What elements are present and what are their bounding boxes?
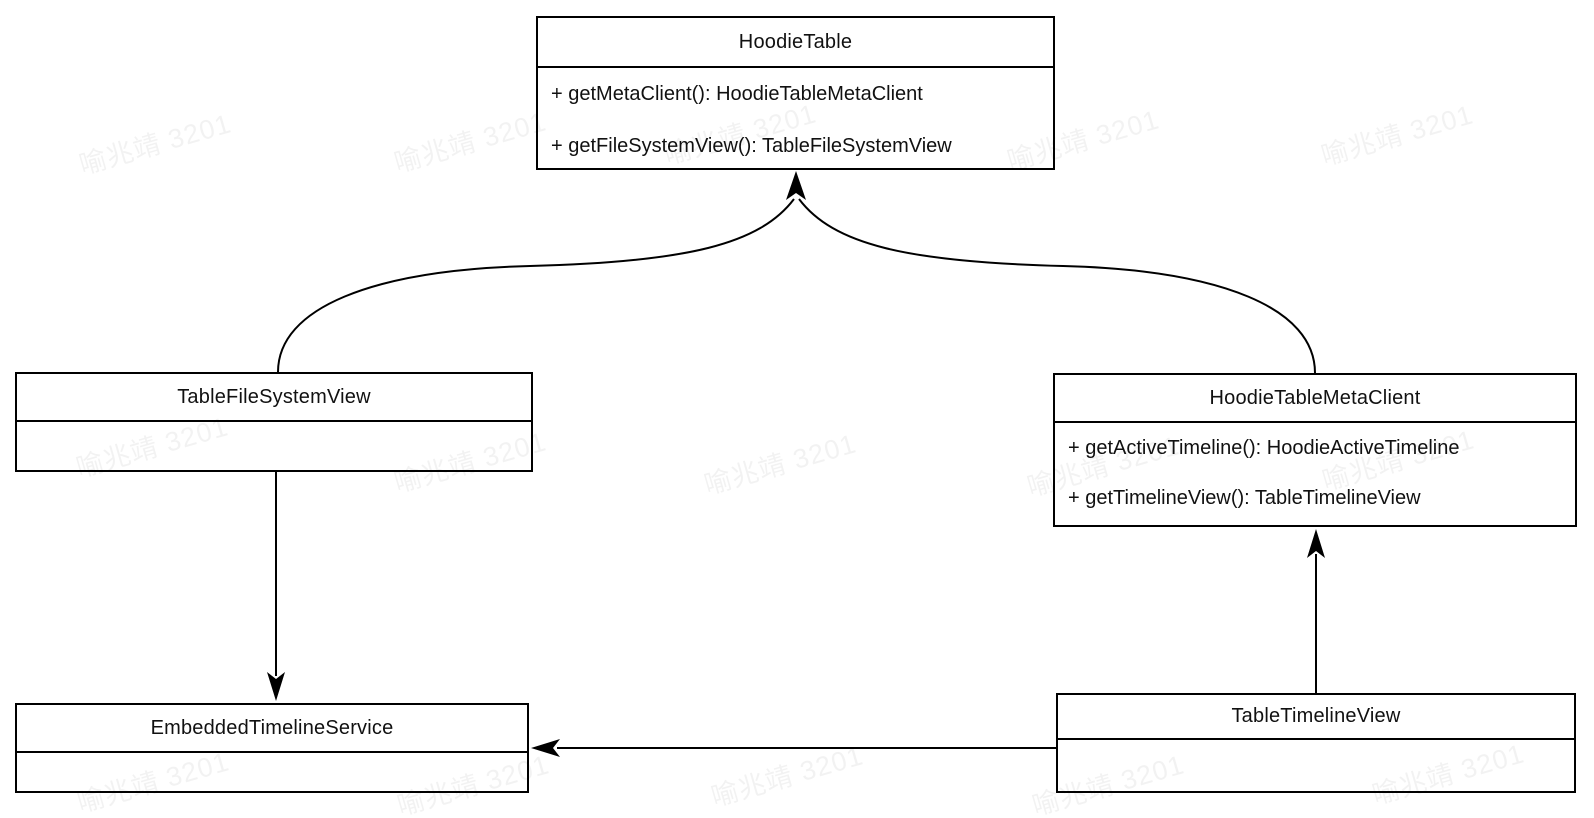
arrowhead-down-embeddedtimelineservice — [267, 672, 285, 701]
watermark-text: 喻兆靖 3201 — [1317, 99, 1477, 172]
class-box-embeddedtimelineservice: EmbeddedTimelineService — [15, 703, 529, 793]
class-box-tablefilesystemview: TableFileSystemView — [15, 372, 533, 472]
watermark-text: 喻兆靖 3201 — [700, 428, 860, 501]
arrow-hoodietablemetaclient-to-hoodietable — [798, 198, 1316, 374]
arrowhead-up-hoodietable — [786, 171, 806, 200]
watermark-text: 喻兆靖 3201 — [75, 108, 235, 181]
class-methods-hoodietable: + getMetaClient(): HoodieTableMetaClient… — [538, 68, 1053, 172]
arrowhead-left-embeddedtimelineservice — [531, 739, 560, 757]
arrowhead-up-hoodietablemetaclient — [1307, 529, 1325, 558]
arrow-tablefilesystemview-to-hoodietable — [277, 198, 795, 373]
class-box-hoodietable: HoodieTable + getMetaClient(): HoodieTab… — [536, 16, 1055, 170]
class-box-hoodietablemetaclient: HoodieTableMetaClient + getActiveTimelin… — [1053, 373, 1577, 527]
class-name-tabletimelineview: TableTimelineView — [1058, 695, 1574, 740]
method-getactivetimeline: + getActiveTimeline(): HoodieActiveTimel… — [1068, 436, 1460, 459]
class-name-embeddedtimelineservice: EmbeddedTimelineService — [17, 705, 527, 753]
method-gettimelineview: + getTimelineView(): TableTimelineView — [1068, 486, 1421, 509]
class-box-tabletimelineview: TableTimelineView — [1056, 693, 1576, 793]
watermark-text: 喻兆靖 3201 — [390, 106, 550, 179]
class-name-hoodietablemetaclient: HoodieTableMetaClient — [1055, 375, 1575, 423]
watermark-text: 喻兆靖 3201 — [707, 740, 867, 813]
method-getfilesystemview: + getFileSystemView(): TableFileSystemVi… — [551, 134, 952, 157]
method-getmetaclient: + getMetaClient(): HoodieTableMetaClient — [551, 82, 923, 105]
class-name-tablefilesystemview: TableFileSystemView — [17, 374, 531, 422]
class-methods-hoodietablemetaclient: + getActiveTimeline(): HoodieActiveTimel… — [1055, 423, 1575, 523]
class-name-hoodietable: HoodieTable — [538, 18, 1053, 68]
